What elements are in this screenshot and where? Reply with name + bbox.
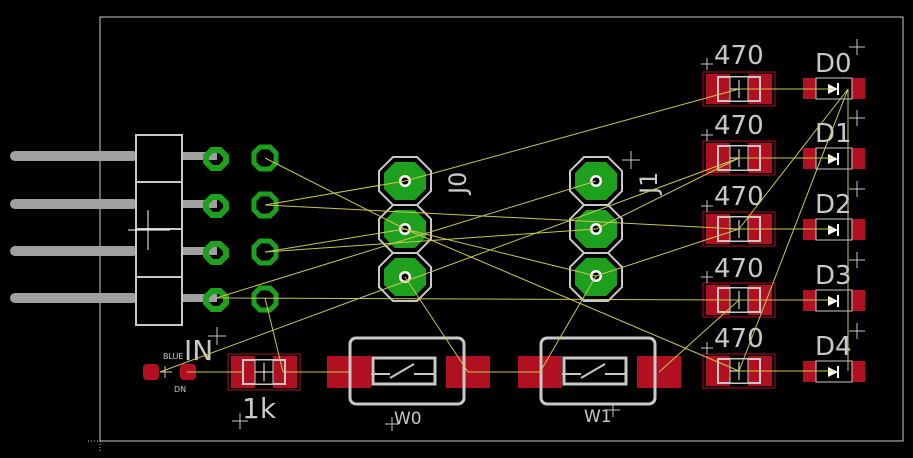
label-1k: 1k: [242, 392, 277, 425]
label-j1: J1: [635, 172, 663, 196]
resistor-470-0[interactable]: [702, 71, 776, 107]
label-d3: D3: [815, 261, 852, 291]
label-w0: W0: [394, 409, 422, 429]
airwires: [159, 88, 849, 373]
header-pin-4: [10, 293, 138, 303]
header-pin-3: [10, 246, 138, 256]
label-j0: J0: [444, 172, 472, 196]
label-led-blue-bottom: DN: [174, 385, 186, 394]
header-pin-2: [10, 199, 138, 209]
label-d0: D0: [815, 49, 852, 79]
header-pads-left: [203, 147, 229, 312]
label-470-0: 470: [714, 41, 764, 71]
label-470-3: 470: [714, 254, 764, 284]
res-origin-marks: [701, 58, 713, 354]
label-470-4: 470: [714, 324, 764, 354]
header-pin-1: [10, 151, 138, 161]
label-d4: D4: [815, 332, 852, 362]
header-pads-right: [251, 144, 279, 313]
switch-w0[interactable]: [327, 336, 490, 406]
label-led-blue-top: BLUE: [163, 352, 183, 361]
header-pin-stub-1: [182, 152, 217, 160]
label-470-2: 470: [714, 182, 764, 212]
board-outline: [99, 16, 904, 442]
label-d2: D2: [815, 190, 852, 220]
label-d1: D1: [815, 119, 852, 149]
label-470-1: 470: [714, 111, 764, 141]
header-pin-stub-4: [182, 294, 217, 302]
header-pin-stub-3: [182, 247, 217, 255]
header-in[interactable]: [10, 134, 279, 326]
label-in: IN: [184, 334, 213, 367]
header-pin-stub-2: [182, 200, 217, 208]
switch-w1[interactable]: [518, 336, 681, 406]
led-origin-marks: [849, 39, 865, 339]
label-w1: W1: [584, 407, 612, 427]
